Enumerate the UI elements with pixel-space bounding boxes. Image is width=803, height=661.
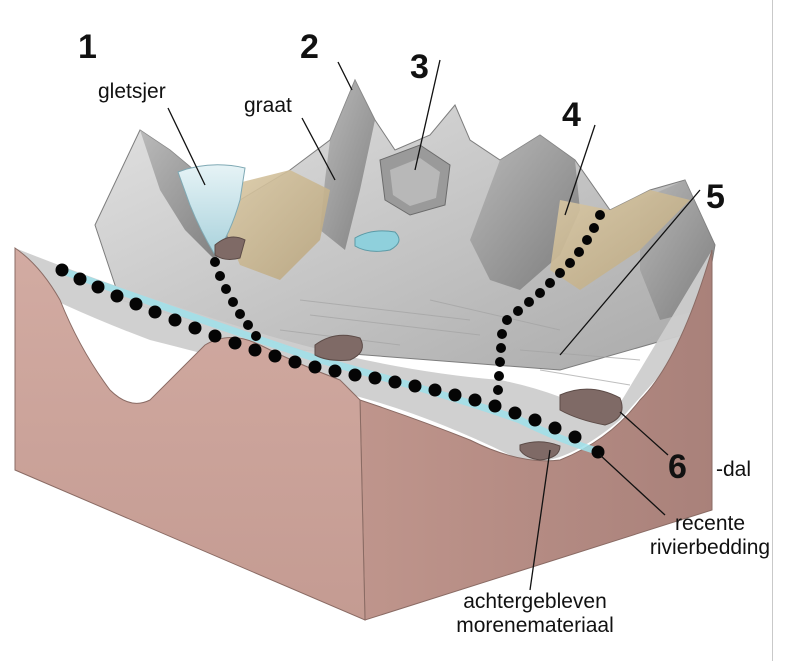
leader-lines <box>167 59 701 591</box>
valley-floor <box>15 248 712 462</box>
label-number-6: 6 <box>668 448 687 486</box>
label-number-2: 2 <box>300 28 319 66</box>
right-dark-face <box>470 135 580 290</box>
cirque-lake <box>354 230 400 252</box>
glacier-ice <box>177 164 246 256</box>
label-number-4: 4 <box>562 96 581 134</box>
label-dal: -dal <box>716 458 752 481</box>
label-recente-line1: recente <box>674 512 746 535</box>
label-achter-line2: morenemateriaal <box>456 614 614 637</box>
floor-texture <box>279 299 641 386</box>
moraine-material <box>214 236 623 461</box>
label-achtergebleven-morenemateriaal: achtergebleven morenemateriaal <box>440 590 630 638</box>
page-edge-line <box>772 0 773 661</box>
label-number-1: 1 <box>78 28 97 66</box>
glacier-flow-dots <box>55 210 605 459</box>
label-number-5: 5 <box>706 178 725 216</box>
label-achter-line1: achtergebleven <box>463 590 607 613</box>
peak-2-dark-face <box>320 80 375 250</box>
block-front-face <box>14 247 366 621</box>
label-recente-line2: rivierbedding <box>649 536 771 559</box>
block-right-face <box>359 249 713 621</box>
tan-slope-left <box>225 170 330 280</box>
cirque-3-inner <box>390 158 440 206</box>
label-number-3: 3 <box>410 48 429 86</box>
river-line <box>58 266 602 456</box>
label-gletsjer: gletsjer <box>98 80 166 103</box>
tan-slope-right <box>550 190 690 290</box>
label-graat: graat <box>244 94 292 117</box>
label-recente-rivierbedding: recente rivierbedding <box>630 512 790 560</box>
